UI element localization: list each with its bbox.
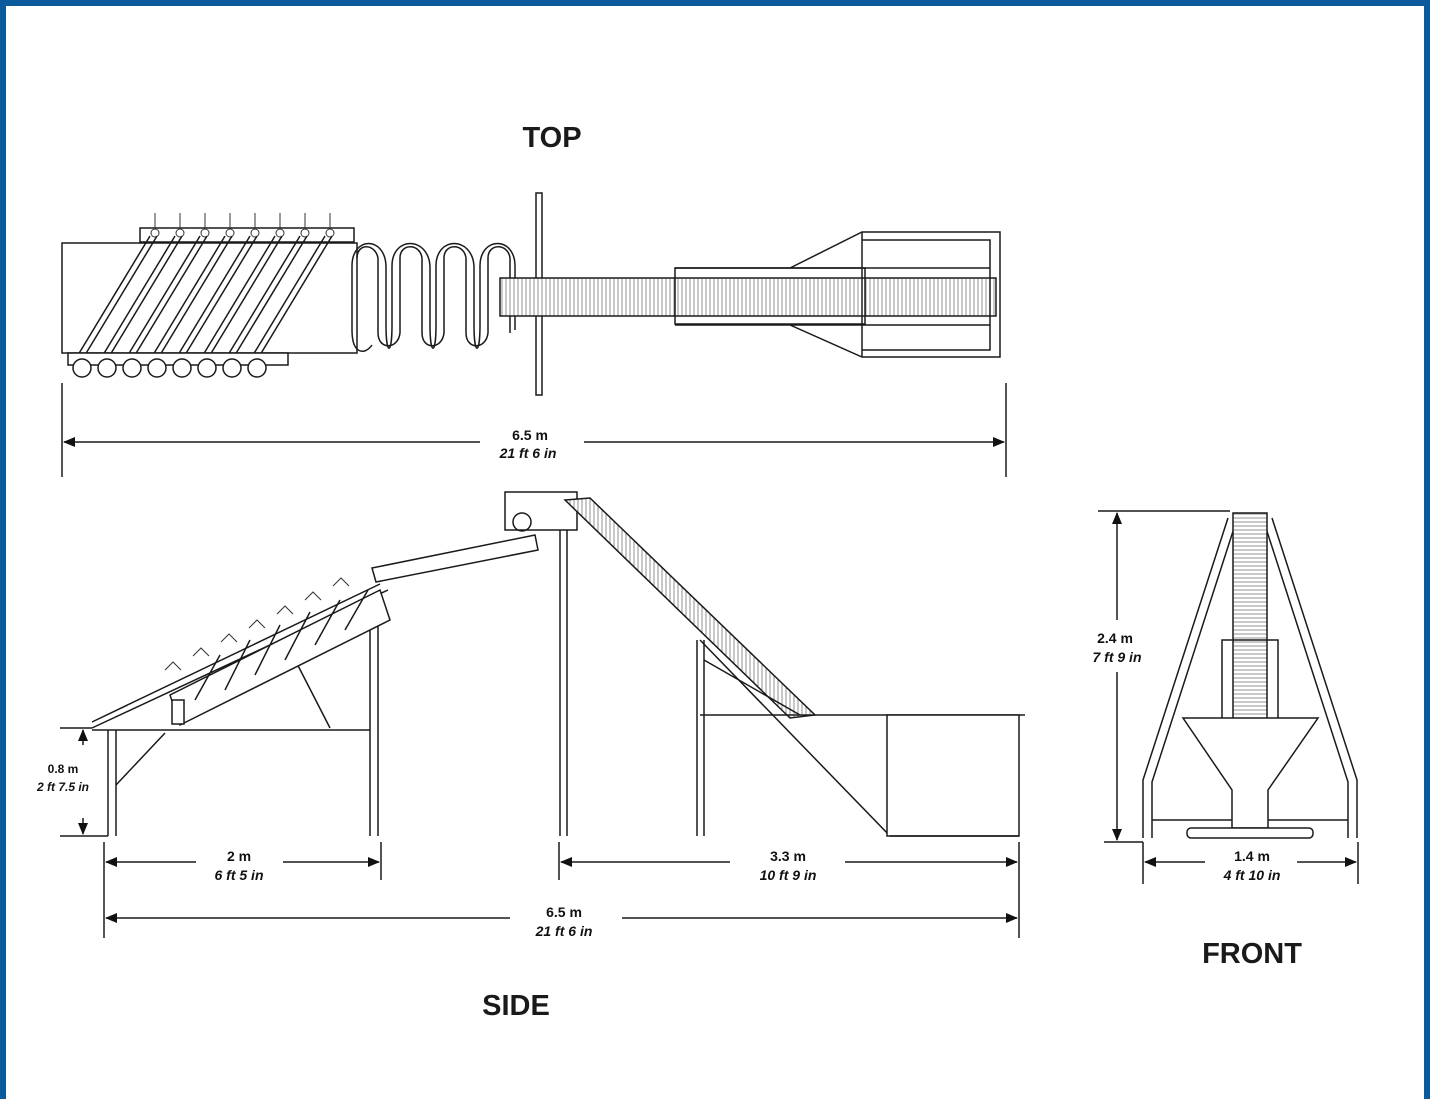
side-height-imperial: 2 ft 7.5 in [36, 780, 89, 794]
side-washer-imperial: 6 ft 5 in [214, 867, 263, 883]
front-a-frame [1142, 517, 1358, 838]
top-conveyor-belt [499, 277, 997, 317]
side-view-label: SIDE [482, 990, 550, 1022]
side-chute [371, 534, 539, 583]
side-height-metric: 0.8 m [48, 762, 79, 776]
front-height-dimension: 2.4 m 7 ft 9 in [1092, 510, 1230, 884]
front-width-dimension: 1.4 m 4 ft 10 in [1144, 842, 1359, 884]
front-width-metric: 1.4 m [1234, 848, 1270, 864]
side-incline-conveyor [563, 497, 817, 719]
side-washer-drum [91, 583, 391, 729]
front-conveyor-belt [1232, 512, 1268, 721]
top-washer-drum [61, 242, 358, 354]
top-coil-hose [351, 242, 516, 352]
side-washer-dimension: 2 m 6 ft 5 in [103, 842, 382, 938]
top-bottom-wheels [72, 358, 267, 378]
top-spray-nozzles [150, 213, 335, 238]
front-height-imperial: 7 ft 9 in [1092, 649, 1141, 665]
side-height-dimension: 0.8 m 2 ft 7.5 in [36, 727, 108, 837]
side-conveyor-dimension: 3.3 m 10 ft 9 in [558, 842, 1020, 938]
front-width-imperial: 4 ft 10 in [1223, 867, 1281, 883]
side-total-dimension: 6.5 m 21 ft 6 in [105, 904, 1018, 939]
side-view: SIDE [36, 491, 1025, 1022]
front-hopper-funnel [1181, 717, 1320, 829]
side-total-metric: 6.5 m [546, 904, 582, 920]
side-hopper-tank [696, 639, 1025, 837]
front-height-metric: 2.4 m [1097, 630, 1133, 646]
top-view: TOP [61, 122, 1007, 477]
front-hopper-base [1186, 827, 1314, 839]
side-conveyor-imperial: 10 ft 9 in [760, 867, 817, 883]
top-length-imperial: 21 ft 6 in [499, 445, 557, 461]
side-conveyor-metric: 3.3 m [770, 848, 806, 864]
side-spray-nozzles [164, 577, 350, 671]
side-washer-metric: 2 m [227, 848, 251, 864]
side-total-imperial: 21 ft 6 in [535, 923, 593, 939]
top-length-metric: 6.5 m [512, 427, 548, 443]
top-hopper [675, 231, 1001, 358]
top-brush-rollers [74, 235, 333, 361]
front-view: FRONT 2.4 m 7 ft 9 in [1092, 510, 1359, 970]
top-view-label: TOP [522, 122, 581, 154]
front-view-label: FRONT [1202, 938, 1302, 970]
top-length-dimension: 6.5 m 21 ft 6 in [61, 383, 1007, 477]
